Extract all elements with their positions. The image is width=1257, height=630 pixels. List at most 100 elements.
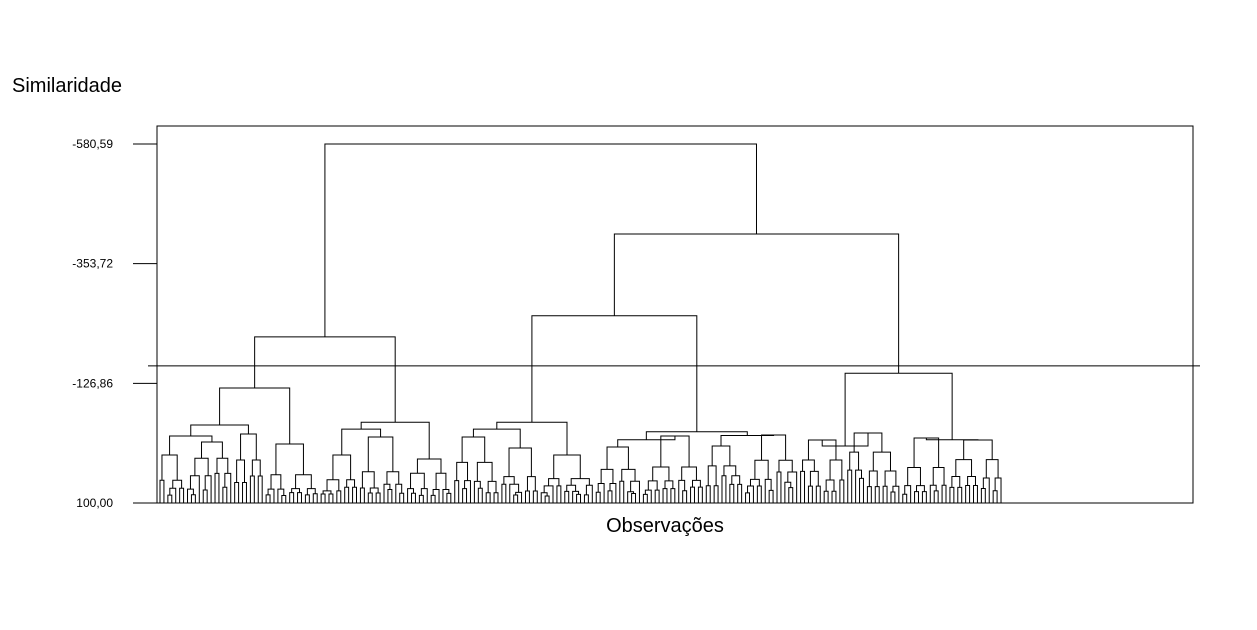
dendrogram-link — [430, 494, 436, 503]
dendrogram-link — [395, 483, 403, 503]
dendrogram-link — [556, 485, 562, 503]
dendrogram-link — [617, 436, 676, 447]
dendrogram-link — [291, 488, 301, 493]
dendrogram-link — [844, 372, 953, 447]
dendrogram-link — [642, 493, 648, 503]
dendrogram-link — [737, 483, 743, 503]
x-axis-title: Observações — [606, 515, 724, 537]
dendrogram-link — [159, 479, 165, 503]
plot-frame — [156, 125, 1194, 504]
dendrogram-link — [847, 469, 853, 503]
dendrogram-link — [973, 484, 978, 503]
dendrogram-link — [219, 387, 291, 444]
dendrogram-link — [980, 488, 986, 503]
dendrogram-link — [747, 485, 754, 503]
dendrogram-link — [892, 485, 900, 503]
dendrogram-link — [566, 484, 577, 492]
dendrogram-link — [564, 490, 570, 503]
dendrogram-link — [304, 494, 310, 503]
dendrogram-link — [456, 461, 469, 481]
dendrogram-link — [868, 470, 878, 487]
dendrogram-link — [731, 475, 741, 485]
dendrogram-link — [386, 471, 400, 485]
dendrogram-link — [526, 476, 536, 492]
dendrogram-link — [583, 494, 589, 503]
dendrogram-link — [823, 490, 829, 503]
dendrogram-link — [464, 480, 471, 503]
dendrogram-link — [660, 435, 690, 468]
dendrogram-link — [234, 481, 240, 503]
dendrogram-link — [595, 491, 601, 503]
dendrogram-link — [967, 475, 976, 486]
dendrogram-link — [932, 466, 945, 486]
dendrogram-link — [807, 485, 813, 503]
dendrogram-link — [462, 488, 468, 503]
dendrogram-link — [749, 478, 760, 487]
dendrogram-link — [435, 472, 447, 490]
dendrogram-link — [825, 479, 835, 492]
dendrogram-link — [754, 459, 769, 480]
y-tick-label: 100,00 — [76, 496, 113, 510]
dendrogram-link — [411, 492, 416, 503]
dendrogram-link — [189, 475, 200, 503]
dendrogram-link — [874, 486, 880, 503]
dendrogram-link — [194, 457, 209, 476]
dendrogram-link — [289, 492, 295, 503]
dendrogram-link — [713, 485, 719, 503]
dendrogram-link — [855, 469, 863, 503]
dendrogram-link — [664, 480, 674, 489]
dendrogram-link — [692, 479, 701, 488]
dendrogram-link — [859, 477, 864, 503]
dendrogram-link — [607, 490, 613, 503]
dendrogram-link — [270, 474, 282, 490]
dendrogram-link — [802, 459, 815, 472]
dendrogram-link — [277, 488, 285, 503]
dendrogram-link — [383, 483, 391, 503]
dendrogram-link — [161, 454, 178, 481]
dendrogram-link — [544, 495, 550, 503]
dendrogram-link — [829, 459, 843, 480]
dendrogram-link — [652, 466, 670, 481]
dendrogram-link — [600, 468, 614, 484]
y-tick-label: -353,72 — [72, 257, 113, 271]
dendrogram-link — [297, 492, 302, 503]
dendrogram-link — [281, 495, 287, 503]
dendrogram-link — [963, 439, 993, 460]
dendrogram-link — [721, 475, 727, 503]
dendrogram-link — [992, 490, 998, 503]
dendrogram-link — [503, 476, 515, 485]
y-tick-label: -126,86 — [72, 376, 113, 390]
dendrogram-link — [787, 471, 798, 503]
dendrogram-link — [553, 454, 581, 479]
dendrogram-link — [914, 491, 919, 503]
dendrogram-link — [756, 485, 762, 503]
dendrogram-link — [332, 454, 352, 480]
dendrogram-link — [236, 459, 245, 483]
dendrogram-link — [654, 489, 660, 503]
dendrogram-link — [621, 468, 636, 482]
dendrogram-link — [515, 491, 523, 503]
dendrogram-link — [788, 487, 794, 503]
dendrogram-link — [720, 434, 775, 446]
dendrogram-link — [418, 494, 424, 503]
dendrogram-link — [254, 336, 396, 423]
dendrogram-link — [723, 465, 737, 476]
dendrogram-link — [570, 478, 590, 486]
dendrogram-link — [352, 486, 357, 503]
dendrogram-link — [172, 479, 183, 489]
dendrogram-tree — [159, 143, 1002, 503]
dendrogram-link — [375, 492, 381, 503]
dendrogram-link — [800, 470, 806, 503]
dendrogram-link — [681, 466, 697, 481]
dendrogram-link — [572, 490, 580, 503]
dendrogram-link — [341, 428, 382, 455]
dendrogram-link — [265, 494, 271, 503]
dendrogram-link — [729, 483, 735, 503]
dendrogram-link — [982, 477, 990, 503]
dendrogram-link — [513, 494, 519, 503]
dendrogram-link — [670, 488, 676, 503]
dendrogram-link — [202, 489, 208, 503]
dendrogram-link — [705, 485, 711, 503]
dendrogram-link — [949, 486, 955, 503]
